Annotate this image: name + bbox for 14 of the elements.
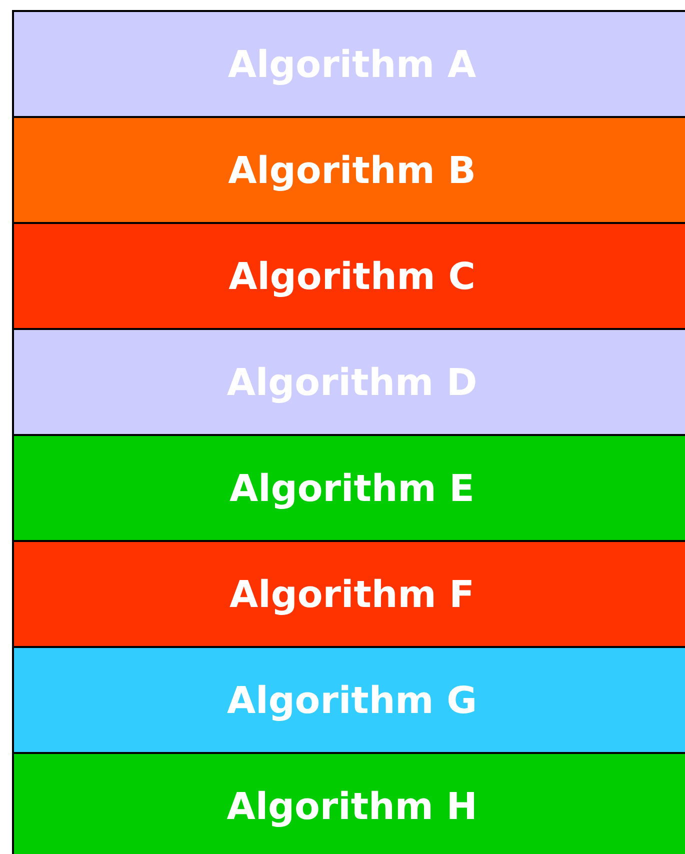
algorithm-band: [12, 540, 685, 648]
algorithm-band: [12, 222, 685, 330]
algorithm-band: [12, 752, 685, 854]
algorithm-band: [12, 434, 685, 542]
algorithm-band: [12, 10, 685, 118]
band-label: Algorithm G: [227, 678, 477, 722]
band-label: Algorithm H: [226, 784, 478, 828]
algorithm-band: [12, 116, 685, 224]
band-label: Algorithm E: [230, 466, 474, 510]
algorithm-band: [12, 646, 685, 754]
band-label: Algorithm F: [230, 572, 474, 616]
band-label: Algorithm B: [228, 148, 476, 192]
algorithm-band: [12, 328, 685, 436]
band-label: Algorithm C: [228, 254, 476, 298]
